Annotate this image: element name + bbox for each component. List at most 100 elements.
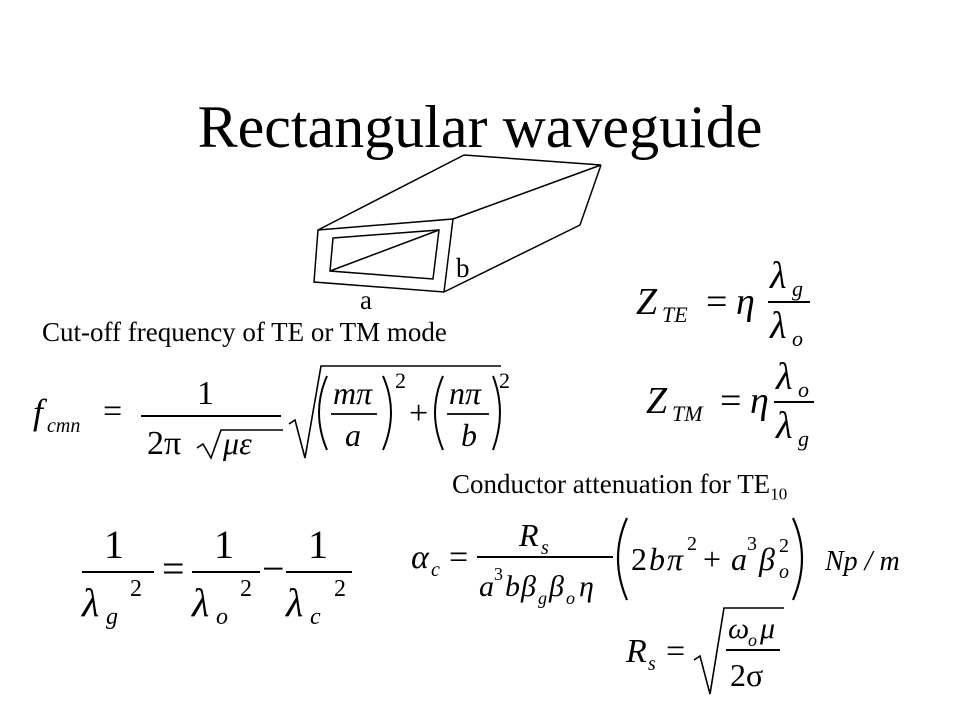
z-te-num-sub: g — [792, 276, 803, 301]
fc-paren-left-2 — [434, 375, 444, 451]
waveguide-diagram — [313, 154, 602, 293]
ac-pi: π — [667, 541, 684, 577]
fc-equals: = — [103, 393, 122, 430]
label-a: a — [360, 285, 372, 315]
slide-title: Rectangular waveguide — [197, 94, 763, 160]
ac-equals: = — [449, 539, 468, 576]
fc-m-pi: mπ — [333, 375, 373, 411]
ac-paren-open — [616, 517, 629, 601]
ac-pi-exp: 2 — [687, 533, 697, 555]
r-s-equation: R s = ω o μ 2σ — [625, 607, 784, 695]
attenuation-heading-subscript: 10 — [770, 484, 788, 504]
waveguide-edge-back-right — [579, 164, 602, 226]
ac-num-sub: s — [541, 537, 549, 559]
ac-paren-close — [791, 517, 804, 601]
label-b: b — [456, 253, 470, 283]
ac-den-g: g — [538, 588, 547, 608]
ac-alpha: α — [411, 539, 430, 576]
cutoff-frequency-equation: f cmn = 1 2π με mπ a 2 + nπ b 2 — [33, 365, 510, 462]
ac-plus: + — [703, 541, 721, 577]
rs-radical — [693, 607, 784, 695]
z-te-num-lambda: λ — [769, 255, 786, 297]
ac-a-exp: 3 — [747, 533, 757, 555]
attenuation-heading: Conductor attenuation for TE10 — [452, 468, 787, 510]
fc-big-radical — [288, 365, 501, 459]
lr-equals: = — [162, 546, 185, 591]
z-tm-num-lambda: λ — [775, 356, 792, 398]
z-te-lhs-sub: TE — [662, 302, 688, 327]
wavelength-relation-equation: 1 λ g 2 = 1 λ o 2 − 1 λ c 2 — [81, 522, 352, 630]
waveguide-edge-back-top — [463, 154, 602, 166]
z-tm-den-lambda: λ — [775, 405, 792, 447]
rs-equals: = — [666, 633, 685, 670]
fc-b: b — [461, 417, 477, 453]
alpha-c-equation: α c = R s a 3 b β g β o η 2 b π 2 + a 3 … — [411, 517, 900, 608]
fc-a: a — [345, 417, 361, 453]
lr-exp-3: 2 — [334, 576, 346, 602]
lr-sub-o: o — [216, 604, 228, 630]
ac-num-r: R — [518, 517, 539, 553]
lr-one-3: 1 — [308, 522, 328, 567]
z-tm-num-sub: o — [798, 377, 809, 402]
attenuation-heading-text: Conductor attenuation for TE — [452, 469, 771, 499]
fc-lhs-sub: cmn — [47, 415, 80, 437]
lr-lambda-1: λ — [81, 580, 99, 625]
fc-small-radical — [196, 429, 283, 460]
ac-beta-sub: o — [779, 561, 789, 583]
fc-n-pi: nπ — [449, 375, 482, 411]
lr-lambda-2: λ — [191, 580, 209, 625]
ac-den-a-exp: 3 — [494, 564, 503, 584]
waveguide-edge-bottom-right — [443, 224, 581, 293]
z-tm-equals: = — [720, 380, 741, 422]
fc-paren-left-1 — [318, 375, 328, 451]
ac-den-a: a — [479, 570, 494, 603]
z-tm-den-sub: g — [798, 426, 809, 451]
lr-minus: − — [262, 546, 285, 591]
ac-den-b: b — [505, 570, 520, 603]
rs-omega: ω — [728, 612, 749, 645]
ac-den-o: o — [566, 588, 575, 608]
fc-lhs: f — [33, 392, 48, 432]
rs-lhs-sub: s — [648, 653, 656, 675]
lr-lambda-3: λ — [285, 580, 303, 625]
rs-lhs: R — [625, 633, 647, 670]
fc-mu-eps: με — [222, 425, 252, 461]
fc-paren-right-1 — [382, 375, 392, 451]
fc-two-pi: 2π — [147, 425, 181, 462]
ac-alpha-sub: c — [431, 559, 440, 581]
rs-mu: μ — [759, 612, 775, 645]
fc-paren-right-2 — [492, 375, 501, 451]
lr-one-1: 1 — [104, 522, 124, 567]
lr-exp-2: 2 — [240, 576, 252, 602]
z-te-den-sub: o — [792, 326, 803, 351]
z-te-lhs: Z — [636, 281, 658, 323]
z-te-equation: Z TE = η λ g λ o — [636, 255, 810, 351]
ac-a: a — [731, 541, 747, 577]
rs-two-sigma: 2σ — [730, 657, 763, 693]
lr-one-2: 1 — [214, 522, 234, 567]
ac-two: 2 — [631, 541, 647, 577]
z-te-den-lambda: λ — [769, 305, 786, 347]
ac-den-eta: η — [579, 570, 594, 603]
fc-plus: + — [409, 395, 428, 432]
z-te-equals: = — [706, 281, 727, 323]
lr-exp-1: 2 — [130, 576, 142, 602]
ac-b: b — [649, 541, 665, 577]
fc-one: 1 — [197, 375, 214, 412]
cutoff-heading: Cut-off frequency of TE or TM mode — [42, 317, 447, 347]
ac-beta-exp: 2 — [779, 535, 789, 557]
fc-exp-2: 2 — [499, 368, 510, 393]
lr-sub-c: c — [310, 604, 321, 630]
ac-den-beta-1: β — [520, 570, 536, 603]
waveguide-inner-diagonal — [329, 229, 440, 272]
rs-omega-sub: o — [748, 630, 757, 650]
z-tm-lhs-sub: TM — [672, 401, 704, 426]
waveguide-edge-top-right — [452, 164, 602, 220]
z-te-eta: η — [736, 281, 755, 323]
lr-sub-g: g — [106, 604, 118, 630]
z-tm-equation: Z TM = η λ o λ g — [646, 356, 814, 451]
ac-units: Np / m — [824, 546, 900, 577]
waveguide-inner-front — [329, 229, 440, 280]
waveguide-edge-top — [317, 154, 465, 231]
z-tm-lhs: Z — [646, 380, 668, 422]
